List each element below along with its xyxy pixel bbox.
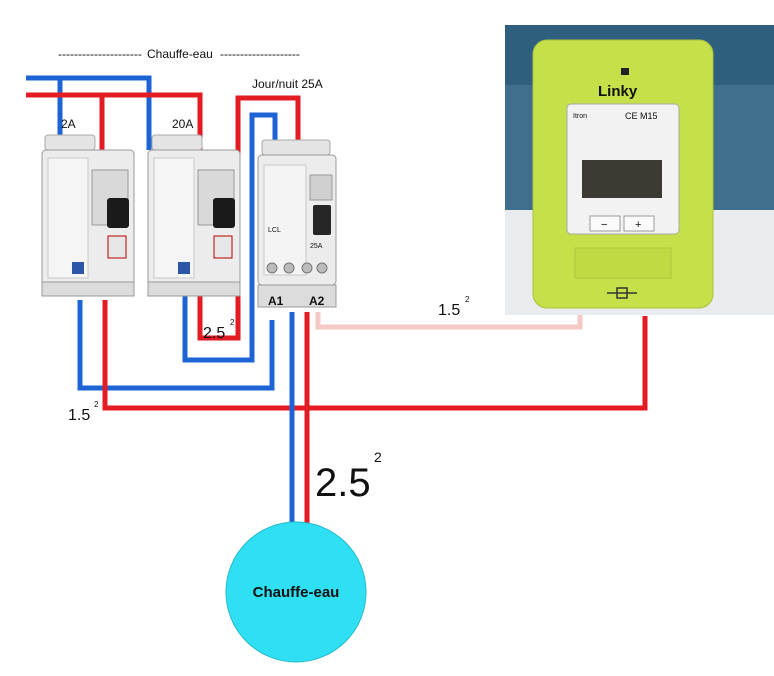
- contactor-code: LCL: [268, 227, 281, 234]
- meter-brand: Linky: [598, 83, 638, 100]
- supply-phase-wire: [26, 92, 203, 150]
- breaker-1-rating: 2A: [61, 117, 76, 131]
- label-breaker2-output: 2.5: [203, 325, 225, 342]
- breaker-2-rating: 20A: [172, 117, 193, 131]
- label-contactor-to-meter: 1.5: [438, 302, 460, 319]
- meter-display: [582, 160, 662, 198]
- meter-plate-brand: Itron: [573, 113, 587, 120]
- header: --------------------- Chauffe-eau ------…: [58, 47, 300, 61]
- meter-minus-label: −: [601, 219, 607, 231]
- breaker-2: 20A: [147, 117, 241, 297]
- meter-plus-button[interactable]: [623, 215, 655, 232]
- phase-loop-breaker1-to-meter: [102, 300, 648, 411]
- wire-labels: 1.5 2 2.5 2 1.5 2 2.5 2: [68, 295, 470, 505]
- label-lower-loop-exp: 2: [94, 400, 99, 409]
- header-dashes-left: ---------------------: [58, 47, 142, 61]
- header-title: Chauffe-eau: [147, 47, 213, 61]
- label-breaker2-output-exp: 2: [230, 318, 235, 327]
- linky-meter: Linky Itron CE M15 − +: [505, 25, 774, 315]
- signal-wire-a2-to-meter: [315, 310, 583, 330]
- neutral-breaker2-to-contactor: [182, 112, 278, 363]
- contactor-switch: [313, 205, 331, 235]
- contactor-title: Jour/nuit 25A: [252, 77, 323, 91]
- meter-plus-label: +: [635, 219, 641, 231]
- label-heater-feed-exp: 2: [374, 449, 382, 465]
- breaker-1: 2A: [41, 117, 135, 297]
- meter-connector-icon: [607, 287, 637, 299]
- label-lower-loop: 1.5: [68, 407, 90, 424]
- meter-minus-button[interactable]: [589, 215, 621, 232]
- label-heater-feed: 2.5: [315, 461, 371, 505]
- breaker-2-toggle: [213, 198, 235, 228]
- contactor-rating-text: 25A: [310, 243, 323, 250]
- water-heater: Chauffe-eau: [225, 521, 367, 663]
- label-contactor-to-meter-exp: 2: [465, 295, 470, 304]
- breaker-1-toggle: [107, 198, 129, 228]
- water-heater-label: Chauffe-eau: [253, 584, 340, 601]
- neutral-loop-breaker1-to-a1: [77, 300, 275, 391]
- contactor: Jour/nuit 25A LCL 25A A1 A2: [252, 77, 337, 308]
- header-dashes-right: --------------------: [220, 47, 300, 61]
- terminal-a1-label: A1: [268, 294, 284, 308]
- meter-plate-cert: CE M15: [625, 111, 658, 121]
- water-heater-circle: [225, 521, 367, 663]
- terminal-a2-label: A2: [309, 294, 325, 308]
